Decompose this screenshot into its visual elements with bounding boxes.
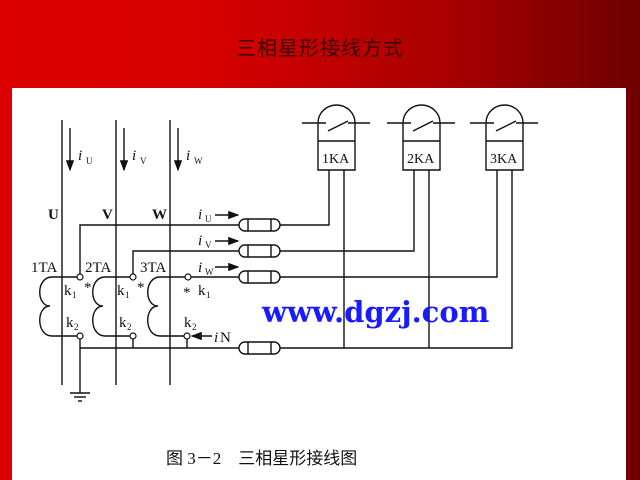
terminal-sub: 1	[72, 290, 77, 300]
relay-1ka	[302, 104, 370, 171]
polarity-mark: *	[137, 280, 145, 296]
current-label-u: i	[78, 148, 82, 164]
resistor-n	[238, 341, 281, 355]
relay-3ka	[470, 104, 538, 171]
relay-label-1ka: 1KA	[322, 152, 350, 167]
neutral-sub: N	[220, 330, 231, 346]
terminal-label: k	[119, 315, 127, 331]
phase-label-w: W	[152, 207, 167, 223]
wire	[280, 170, 498, 278]
current-label-w: i	[186, 148, 190, 164]
resistor-v	[238, 244, 281, 258]
line-current-u: i	[198, 207, 202, 223]
wire	[280, 170, 415, 252]
figure-caption: 图 3－2 三相星形接线图	[166, 449, 357, 468]
watermark: www.dgzj.com	[261, 295, 490, 329]
wire	[79, 224, 239, 277]
coil-2ta	[92, 276, 133, 337]
terminal-label: k	[117, 283, 125, 299]
wire	[280, 170, 513, 349]
terminal-sub: 1	[125, 290, 130, 300]
resistor-w	[238, 270, 281, 284]
wire	[132, 250, 239, 277]
phase-label-v: V	[102, 207, 113, 223]
terminal-sub: 1	[206, 290, 211, 300]
current-sub-u: U	[86, 156, 93, 166]
line-current-v: i	[198, 233, 202, 249]
ta-label-3: 3TA	[140, 260, 166, 276]
wire	[280, 170, 330, 226]
terminal-sub: 2	[192, 322, 197, 332]
terminal-label: k	[184, 315, 192, 331]
polarity-mark: *	[183, 285, 191, 301]
terminal-sub: 2	[127, 322, 132, 332]
relay-label-3ka: 3KA	[490, 152, 518, 167]
ground-icon	[70, 392, 90, 402]
line-current-sub-w: W	[205, 267, 214, 277]
ta-label-2: 2TA	[85, 260, 111, 276]
line-current-w: i	[198, 260, 202, 276]
terminal-sub: 2	[74, 322, 79, 332]
coil-1ta	[39, 276, 80, 337]
current-sub-w: W	[194, 156, 203, 166]
terminals	[76, 273, 192, 340]
resistor-u	[238, 218, 281, 232]
polarity-mark: *	[84, 280, 92, 296]
terminal-label: k	[66, 315, 74, 331]
line-current-sub-u: U	[205, 214, 212, 224]
relay-2ka	[387, 104, 455, 171]
phase-label-u: U	[48, 207, 59, 223]
terminal-label: k	[198, 283, 206, 299]
current-label-v: i	[132, 148, 136, 164]
neutral-current: i	[214, 330, 218, 346]
relay-label-2ka: 2KA	[407, 152, 435, 167]
terminal-label: k	[64, 283, 72, 299]
ta-label-1: 1TA	[31, 260, 57, 276]
slide-title: 三相星形接线方式	[236, 36, 404, 60]
line-current-sub-v: V	[205, 240, 212, 250]
coil-3ta	[147, 276, 188, 337]
current-sub-v: V	[140, 156, 147, 166]
